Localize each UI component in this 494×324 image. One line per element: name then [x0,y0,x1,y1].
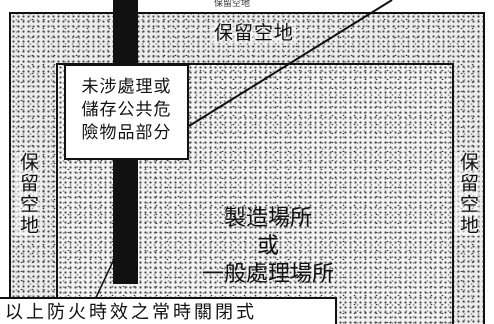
fire-wall-strip-bottom [113,160,138,284]
door-annotation-box: 以上防火時效之常時關閉式 [0,297,337,324]
center-label-line-2: 或 [256,234,279,259]
reserved-space-label-left: 保留空地 [16,152,39,236]
hazard-label-line-1: 未涉處理或 [81,77,172,97]
non-hazardous-section-box: 未涉處理或 儲存公共危 險物品部分 [64,64,189,160]
center-label-line-3: 一般處理場所 [201,262,334,287]
top-partial-label: 保留空地 [214,0,251,9]
manufacturing-area-label: 製造場所 或 一般處理場所 [183,205,353,289]
hazard-label-line-2: 儲存公共危 [81,100,172,120]
center-label-line-1: 製造場所 [223,206,312,231]
hazard-label-line-3: 險物品部分 [81,123,172,143]
reserved-space-label-right: 保留空地 [456,152,479,236]
reserved-space-label-top: 保留空地 [212,22,297,44]
fire-wall-strip-top [113,0,138,66]
